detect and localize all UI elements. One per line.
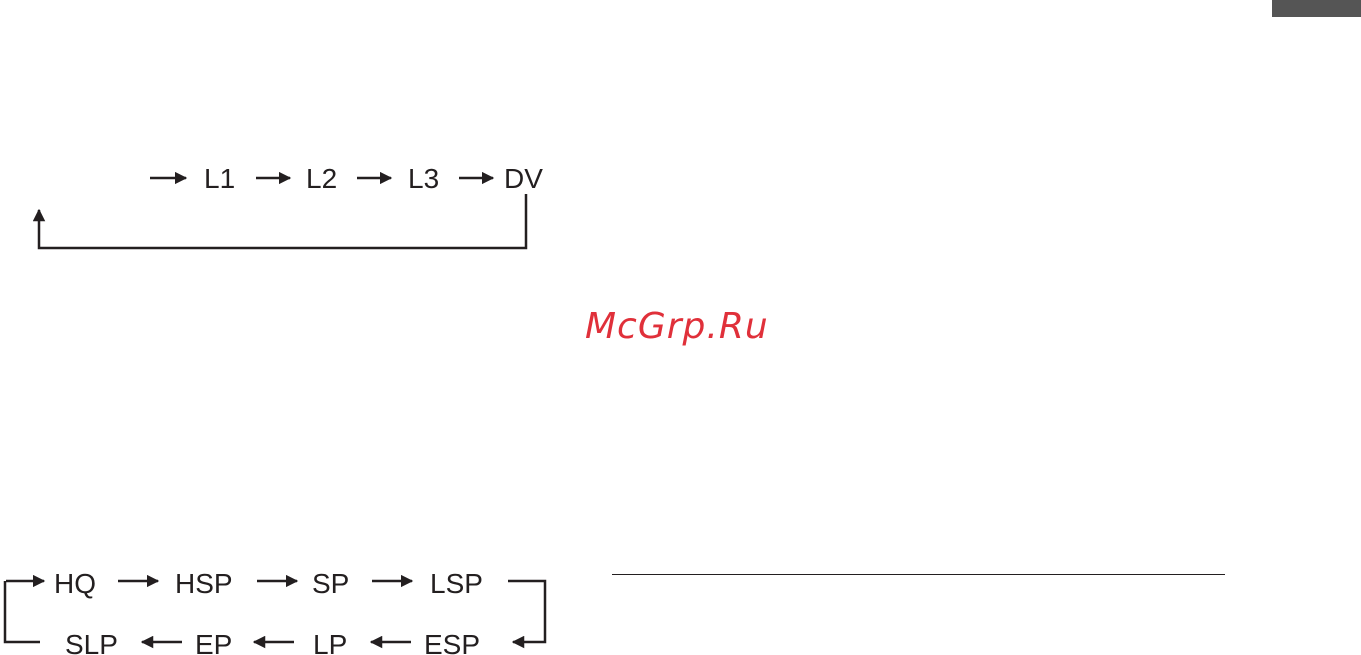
node-l3: L3 — [408, 163, 439, 194]
right-turn-line — [508, 581, 545, 642]
node-ep: EP — [195, 629, 232, 655]
horizontal-rule — [612, 574, 1225, 575]
left-return-line — [5, 581, 40, 642]
watermark-text: McGrp.Ru — [585, 306, 769, 347]
loop-back-line — [39, 194, 526, 248]
node-lsp: LSP — [430, 568, 483, 599]
node-lp: LP — [313, 629, 347, 655]
playback-mode-cycle: HQ HSP SP LSP ESP LP EP SLP — [5, 568, 545, 655]
recording-mode-cycle: L1 L2 L3 DV — [39, 163, 543, 248]
node-esp: ESP — [424, 629, 480, 655]
node-l2: L2 — [306, 163, 337, 194]
node-l1: L1 — [204, 163, 235, 194]
node-dv: DV — [504, 163, 543, 194]
node-slp: SLP — [65, 629, 118, 655]
node-sp: SP — [312, 568, 349, 599]
node-hq: HQ — [54, 568, 96, 599]
node-hsp: HSP — [175, 568, 233, 599]
